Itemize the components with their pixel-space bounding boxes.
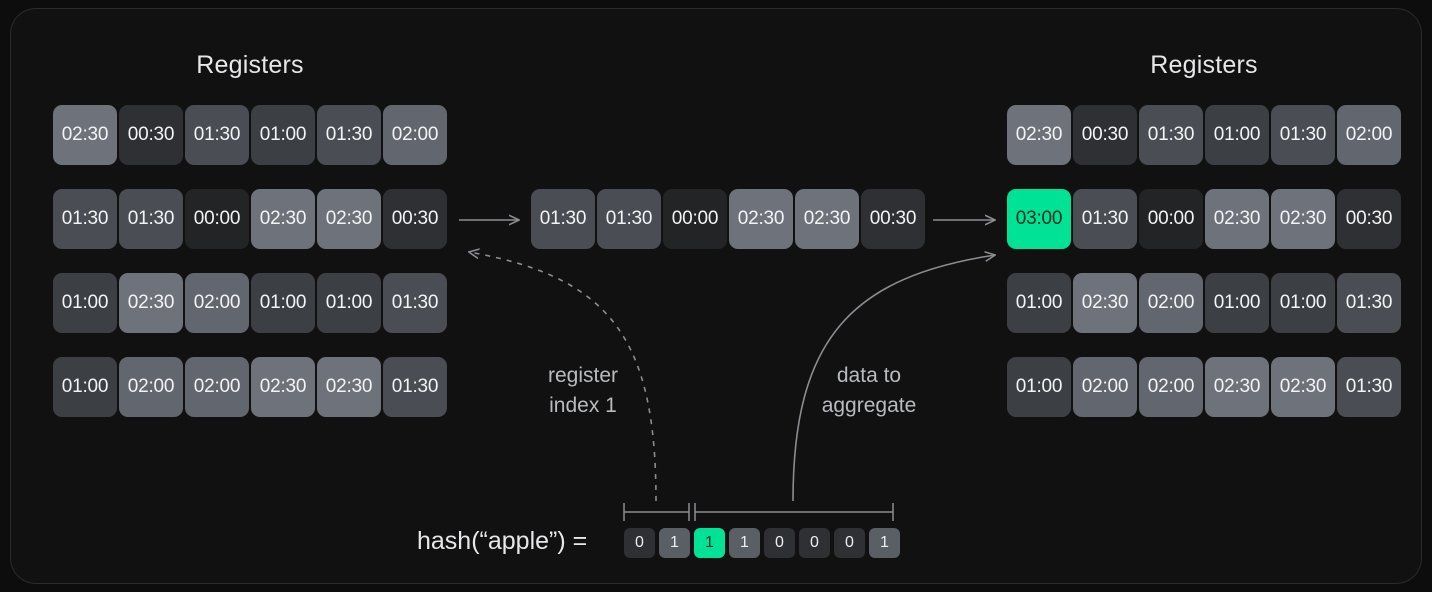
extracted-register-cell: 01:30 — [531, 189, 595, 249]
register-cell: 01:30 — [383, 357, 447, 417]
register-cell: 02:00 — [1073, 357, 1137, 417]
register-cell: 02:30 — [53, 105, 117, 165]
register-cell: 01:00 — [1205, 105, 1269, 165]
register-cell: 02:00 — [1337, 105, 1401, 165]
register-cell: 02:30 — [1271, 189, 1335, 249]
hash-bit: 1 — [694, 528, 725, 558]
register-cell: 01:00 — [53, 273, 117, 333]
extracted-register-cell: 02:30 — [729, 189, 793, 249]
extracted-register-cell: 02:30 — [795, 189, 859, 249]
register-cell: 02:30 — [1271, 357, 1335, 417]
register-cell: 02:30 — [1205, 189, 1269, 249]
register-cell: 02:30 — [1205, 357, 1269, 417]
register-cell: 01:00 — [1271, 273, 1335, 333]
hash-bit: 1 — [729, 528, 760, 558]
hash-bit: 0 — [799, 528, 830, 558]
register-cell: 02:30 — [1007, 105, 1071, 165]
register-cell: 00:30 — [383, 189, 447, 249]
register-cell: 02:30 — [317, 357, 381, 417]
hash-bit: 0 — [834, 528, 865, 558]
register-cell: 02:30 — [317, 189, 381, 249]
register-cell: 03:00 — [1007, 189, 1071, 249]
hash-bit: 0 — [624, 528, 655, 558]
register-cell: 01:30 — [1139, 105, 1203, 165]
register-cell: 00:00 — [185, 189, 249, 249]
register-cell: 02:30 — [251, 357, 315, 417]
register-index-label: register index 1 — [547, 364, 619, 417]
bit-brackets — [623, 503, 894, 521]
register-cell: 01:00 — [251, 105, 315, 165]
extracted-register-cell: 00:00 — [663, 189, 727, 249]
register-cell: 01:30 — [1271, 105, 1335, 165]
register-cell: 02:00 — [1139, 273, 1203, 333]
extracted-register-cell: 00:30 — [861, 189, 925, 249]
hash-bit: 0 — [764, 528, 795, 558]
register-cell: 02:00 — [383, 105, 447, 165]
register-cell: 02:00 — [185, 357, 249, 417]
register-cell: 01:30 — [1073, 189, 1137, 249]
register-cell: 01:00 — [1007, 273, 1071, 333]
register-cell: 01:30 — [119, 189, 183, 249]
left-registers-title: Registers — [196, 51, 304, 79]
register-cell: 01:30 — [53, 189, 117, 249]
hash-bit: 1 — [659, 528, 690, 558]
register-cell: 00:30 — [1337, 189, 1401, 249]
register-cell: 01:30 — [1337, 357, 1401, 417]
register-cell: 01:30 — [383, 273, 447, 333]
register-cell: 02:00 — [119, 357, 183, 417]
right-registers-title: Registers — [1150, 51, 1258, 79]
register-cell: 00:30 — [119, 105, 183, 165]
register-cell: 01:00 — [251, 273, 315, 333]
register-cell: 01:00 — [53, 357, 117, 417]
extracted-register-cell: 01:30 — [597, 189, 661, 249]
register-cell: 02:30 — [251, 189, 315, 249]
register-cell: 02:00 — [185, 273, 249, 333]
register-cell: 00:30 — [1073, 105, 1137, 165]
hash-expression-label: hash(“apple”) = — [417, 527, 588, 555]
register-cell: 02:30 — [1073, 273, 1137, 333]
register-cell: 01:30 — [1337, 273, 1401, 333]
register-cell: 02:00 — [1139, 357, 1203, 417]
register-cell: 01:30 — [185, 105, 249, 165]
register-cell: 00:00 — [1139, 189, 1203, 249]
register-cell: 02:30 — [119, 273, 183, 333]
register-cell: 01:00 — [1007, 357, 1071, 417]
register-cell: 01:00 — [317, 273, 381, 333]
register-cell: 01:30 — [317, 105, 381, 165]
hash-bit: 1 — [869, 528, 900, 558]
register-cell: 01:00 — [1205, 273, 1269, 333]
data-to-aggregate-label: data to aggregate — [821, 364, 917, 417]
